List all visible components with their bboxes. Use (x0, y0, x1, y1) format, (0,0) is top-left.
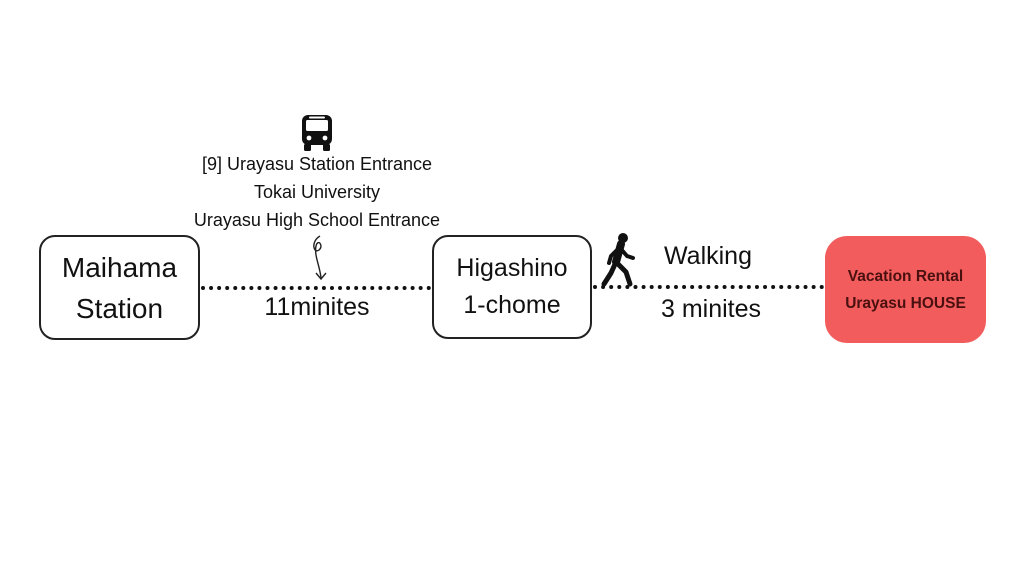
bus-route-description: [9] Urayasu Station Entrance Tokai Unive… (150, 150, 484, 234)
route-line-3: Urayasu High School Entrance (193, 210, 441, 230)
start-stop-line-2: Station (75, 292, 164, 324)
higashino-1-chome-box: Higashino 1-chome (432, 235, 592, 339)
destination-line-2: Urayasu HOUSE (845, 294, 966, 312)
transfer-stop-line-1: Higashino (456, 254, 568, 282)
bus-route-dotted-line (201, 286, 431, 290)
destination-line-1: Vacation Rental (847, 267, 964, 285)
walking-duration: 3 minites (660, 295, 762, 323)
walking-route-dotted-line (593, 285, 824, 289)
route-line-1: [9] Urayasu Station Entrance (201, 154, 433, 174)
down-arrow-icon (313, 235, 327, 281)
walking-person-icon (601, 233, 635, 287)
transfer-stop-line-2: 1-chome (463, 291, 561, 319)
start-stop-line-1: Maihama (61, 251, 178, 283)
walking-label: Walking (664, 242, 752, 270)
bus-duration: 11minites (264, 293, 370, 321)
vacation-rental-destination-box: Vacation Rental Urayasu HOUSE (825, 236, 986, 343)
bus-icon (302, 115, 332, 151)
route-line-2: Tokai University (253, 182, 381, 202)
maihama-station-box: Maihama Station (39, 235, 200, 340)
